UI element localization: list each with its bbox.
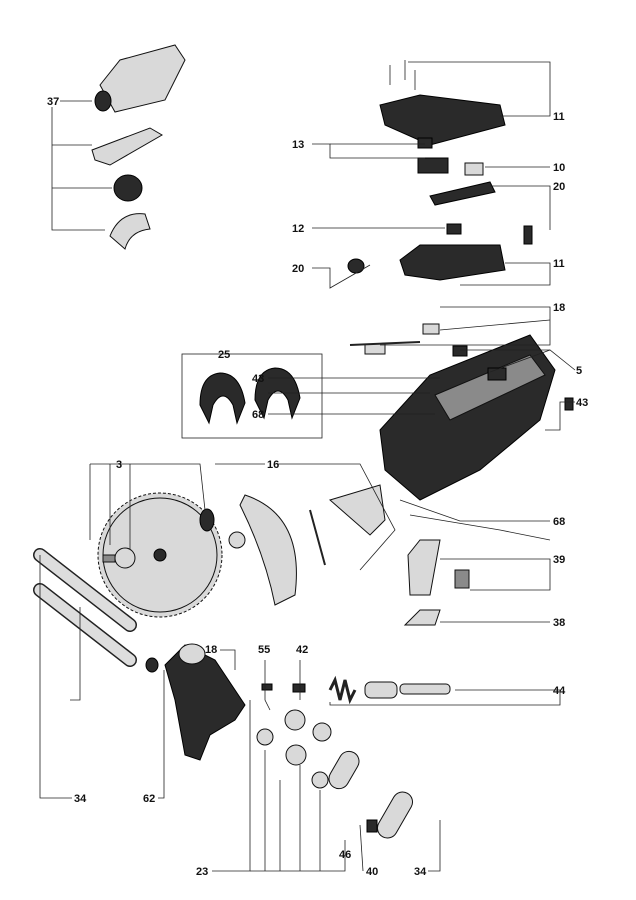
swing-arm-part	[145, 643, 246, 761]
parts-drawings	[33, 44, 574, 839]
callout-label-46: 46	[339, 849, 351, 861]
callout-label-68: 68	[252, 409, 264, 421]
callout-label-37: 37	[47, 96, 59, 108]
callout-label-20: 20	[292, 263, 304, 275]
callout-label-11: 11	[553, 258, 565, 270]
callout-label-34: 34	[74, 793, 87, 805]
dust-hood-part	[91, 44, 186, 250]
callout-label-12: 12	[292, 223, 304, 235]
callout-label-34: 34	[414, 866, 427, 878]
callout-labels: 37 11 13 10 20 12 20 11 18 25 5 43 43 68 3 16 68 39 38 18 55…	[47, 96, 588, 878]
wedge-parts	[403, 539, 470, 626]
small-parts	[256, 683, 413, 839]
callout-label-62: 62	[143, 793, 155, 805]
callout-label-11: 11	[553, 111, 565, 123]
callout-label-23: 23	[196, 866, 208, 878]
leader-lines	[39, 61, 576, 872]
callout-label-18: 18	[553, 302, 565, 314]
callout-label-68: 68	[553, 516, 565, 528]
callout-label-5: 5	[576, 365, 582, 377]
box-25	[181, 353, 323, 439]
callout-label-44: 44	[553, 685, 566, 697]
callout-label-42: 42	[296, 644, 308, 656]
callout-label-43: 43	[252, 373, 264, 385]
saw-blade-part	[97, 492, 223, 618]
callout-label-13: 13	[292, 139, 304, 151]
callout-label-20: 20	[553, 181, 565, 193]
blade-guard-part	[228, 484, 386, 606]
spring-rod-part	[328, 675, 451, 705]
callout-label-25: 25	[218, 349, 230, 361]
top-housing-part	[347, 60, 533, 281]
rail-tubes-part	[33, 548, 137, 667]
callout-label-43: 43	[576, 397, 588, 409]
callout-label-3: 3	[116, 459, 122, 471]
callout-label-55: 55	[258, 644, 270, 656]
callout-label-18: 18	[205, 644, 217, 656]
callout-label-39: 39	[553, 554, 565, 566]
callout-label-16: 16	[267, 459, 279, 471]
callout-label-10: 10	[553, 162, 565, 174]
callout-label-40: 40	[366, 866, 378, 878]
callout-label-38: 38	[553, 617, 565, 629]
